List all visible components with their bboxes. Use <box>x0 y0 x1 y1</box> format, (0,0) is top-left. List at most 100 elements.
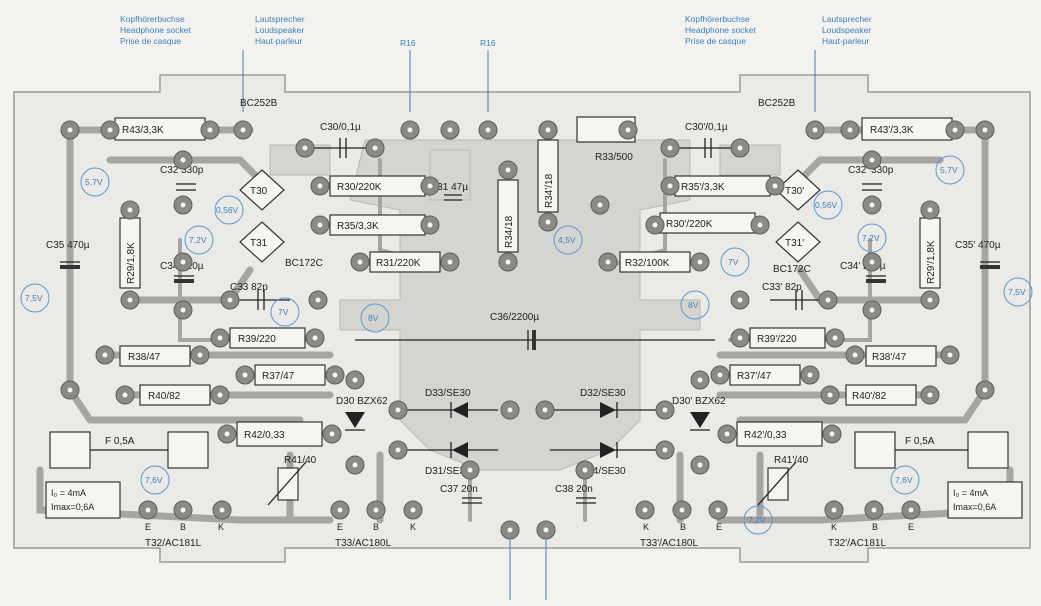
pad-hole <box>545 127 551 133</box>
pad-hole <box>831 507 837 513</box>
pad-hole <box>869 259 875 265</box>
v056-left-ring <box>214 195 244 225</box>
left-socket-fr: Prise de casque <box>120 36 181 46</box>
pad-hole <box>427 183 433 189</box>
r31-left-label: R31/220K <box>376 258 421 269</box>
v75-left-label: 7,5V <box>25 293 43 303</box>
t32-label: T32/AC181L <box>145 538 202 549</box>
pad-hole <box>652 222 658 228</box>
pad-hole <box>352 377 358 383</box>
pad-hole <box>825 297 831 303</box>
pad-hole <box>122 392 128 398</box>
v72-right-label: 7,2V <box>862 233 880 243</box>
pad-hole <box>180 202 186 208</box>
pad-hole <box>224 431 230 437</box>
pad-hole <box>827 392 833 398</box>
fuse-left-label: F 0,5A <box>105 436 135 447</box>
v72b-right-ring <box>743 505 773 535</box>
pad-hole <box>947 352 953 358</box>
pad-hole <box>542 407 548 413</box>
fuse-left-holder2 <box>167 431 209 469</box>
r38-left-label: R38/47 <box>128 352 161 363</box>
v8-right-label: 8V <box>688 300 699 310</box>
pad-hole <box>332 372 338 378</box>
r37-right-body <box>729 364 801 386</box>
r40-left-label: R40/82 <box>148 391 181 402</box>
r41-right-body <box>767 467 789 501</box>
bc172c-right-label: BC172C <box>773 264 811 275</box>
t32r-pin-b: B <box>872 522 878 532</box>
pad-hole <box>67 127 73 133</box>
d32-symbol <box>600 402 616 418</box>
t33r-pin-e: E <box>716 522 722 532</box>
d30-right-symbol <box>690 412 710 428</box>
d33-label: D33/SE30 <box>425 388 471 399</box>
pad-hole <box>317 183 323 189</box>
r41-left-arrow <box>267 461 307 506</box>
pad-hole <box>145 507 151 513</box>
iq-right-box <box>947 481 1023 519</box>
r16-right-label: R16 <box>480 38 496 48</box>
c30-left-label: C30/0,1µ <box>320 122 361 133</box>
pad-hole <box>697 259 703 265</box>
pad-hole <box>952 127 958 133</box>
pad-hole <box>697 462 703 468</box>
pad-hole <box>757 222 763 228</box>
c38-label: C38 20n <box>555 484 593 495</box>
v76-left-ring <box>140 465 170 495</box>
pad-hole <box>127 297 133 303</box>
t33-pin-e: E <box>337 522 343 532</box>
bc172c-left-label: BC172C <box>285 258 323 269</box>
v76-left-label: 7,6V <box>145 475 163 485</box>
t32-pin-k: K <box>218 522 224 532</box>
t32-pin-b: B <box>180 522 186 532</box>
c35-left-label: C35 470µ <box>46 240 90 251</box>
pad-hole <box>180 157 186 163</box>
t31-right-label: T31' <box>785 238 804 249</box>
resistors: R43/3,3K R43'/3,3K R30/220K R35'/3,3K R3… <box>114 116 953 506</box>
c32-right-label: C32' 330p <box>848 165 894 176</box>
pad-hole <box>667 183 673 189</box>
pad-hole <box>737 335 743 341</box>
d30-left-symbol <box>345 412 365 428</box>
t33-label: T33/AC180L <box>335 538 392 549</box>
pad-hole <box>180 307 186 313</box>
pad-hole <box>697 377 703 383</box>
left-speaker-fr: Haut-parleur <box>255 36 302 46</box>
r33-label: R33/500 <box>595 152 633 163</box>
v056-right-label: 0,56V <box>815 200 838 210</box>
r16-left-label: R16 <box>400 38 416 48</box>
solder-pads <box>60 120 995 540</box>
v45-ring <box>553 225 583 255</box>
c31-label: C31 47µ <box>430 182 468 193</box>
d31-symbol <box>452 442 468 458</box>
c34-right-plate2 <box>866 279 886 283</box>
t33r-label: T33'/AC180L <box>640 538 698 549</box>
pad-hole <box>317 222 323 228</box>
c35-right-plate2 <box>980 265 1000 269</box>
r41-left-body <box>277 467 299 501</box>
pad-hole <box>337 507 343 513</box>
v76-right-label: 7,6V <box>895 475 913 485</box>
c34-left-plate2 <box>174 279 194 283</box>
v76-right-ring <box>890 465 920 495</box>
t32r-pin-e: E <box>908 522 914 532</box>
pad-hole <box>545 219 551 225</box>
pad-hole <box>102 352 108 358</box>
pad-hole <box>908 507 914 513</box>
pad-hole <box>829 431 835 437</box>
pad-hole <box>605 259 611 265</box>
pad-hole <box>485 127 491 133</box>
v72-left-ring <box>184 225 214 255</box>
v72b-right-label: 7,2V <box>748 515 766 525</box>
pad-hole <box>869 157 875 163</box>
t32r-label: T32'/AC181L <box>828 538 886 549</box>
r39-left-body <box>229 327 306 349</box>
v72-left-label: 7,2V <box>189 235 207 245</box>
r40-right-body <box>845 384 917 406</box>
t33-pin-k: K <box>410 522 416 532</box>
v7-left-ring <box>270 297 300 327</box>
r40-right-label: R40'/82 <box>852 391 887 402</box>
c35-left-plate2 <box>60 265 80 269</box>
